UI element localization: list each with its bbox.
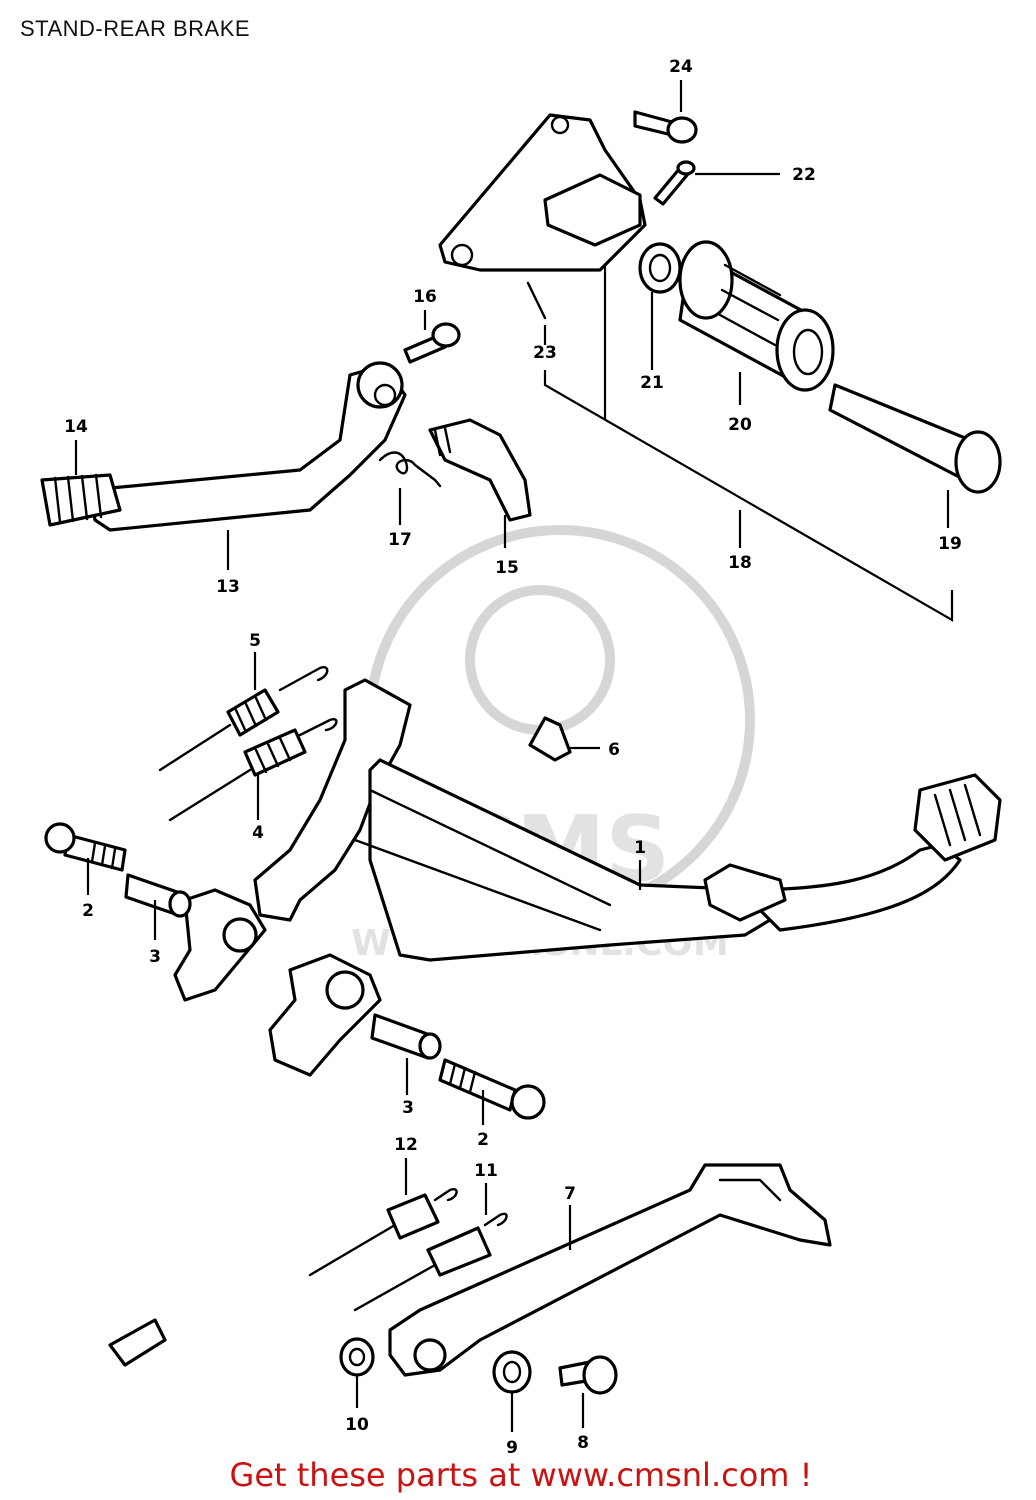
callout-12: 12 (394, 1135, 418, 1155)
leader-lines (74, 80, 954, 1432)
pedal-rubber-14 (40, 473, 122, 527)
callout-2-lower: 2 (477, 1130, 489, 1150)
callout-21: 21 (640, 373, 664, 393)
callout-23: 23 (533, 343, 557, 363)
callout-4: 4 (252, 823, 264, 843)
callout-19: 19 (938, 534, 962, 554)
pin-19 (828, 383, 1002, 494)
washer-21 (638, 242, 682, 294)
spring-11 (353, 1212, 508, 1312)
callout-5: 5 (249, 631, 261, 651)
spring-4 (168, 718, 338, 822)
lever-15 (428, 418, 532, 522)
callout-20: 20 (728, 415, 752, 435)
nut-10 (339, 1337, 375, 1377)
footrest-bracket (438, 113, 647, 272)
collar-3-lower (370, 1013, 442, 1060)
callout-3-upper: 3 (149, 947, 161, 967)
callout-3-lower: 3 (402, 1098, 414, 1118)
callout-24: 24 (669, 57, 693, 77)
callout-8: 8 (577, 1433, 589, 1453)
callout-22: 22 (792, 165, 816, 185)
footer-link-text[interactable]: Get these parts at www.cmsnl.com ! (229, 1456, 813, 1494)
callout-labels: 24 22 16 23 21 20 14 17 15 13 18 19 5 6 … (64, 57, 962, 1458)
callout-2-upper: 2 (82, 901, 94, 921)
callout-10: 10 (345, 1415, 369, 1435)
side-stand-7 (388, 1163, 832, 1377)
page-title: STAND-REAR BRAKE (20, 16, 251, 41)
bolt-2-upper (44, 822, 127, 872)
bolt-2-lower (438, 1058, 546, 1120)
bolt-22 (653, 160, 696, 206)
callout-14: 14 (64, 417, 88, 437)
brake-pedal-13 (88, 361, 407, 532)
callout-16: 16 (413, 287, 437, 307)
callout-13: 13 (216, 577, 240, 597)
cotter-pin-23 (526, 281, 547, 320)
bolt-8 (558, 1355, 618, 1395)
callout-11: 11 (474, 1161, 498, 1181)
center-stand-1 (173, 678, 1002, 1077)
stopper-rubber-6 (528, 716, 572, 762)
spring-12 (308, 1188, 458, 1277)
callout-7: 7 (564, 1184, 576, 1204)
spring-5 (158, 666, 329, 772)
callout-15: 15 (495, 558, 519, 578)
collar-3-upper (124, 873, 192, 918)
washer-9 (492, 1350, 532, 1394)
callout-18: 18 (728, 553, 752, 573)
bolt-24 (633, 110, 698, 144)
front-arrow (108, 1318, 167, 1367)
callout-6: 6 (608, 740, 620, 760)
callout-9: 9 (506, 1438, 518, 1458)
callout-17: 17 (388, 530, 412, 550)
spring-17 (378, 451, 442, 488)
bolt-16 (403, 322, 461, 364)
callout-1: 1 (634, 838, 646, 858)
footrest-rubber-20 (678, 240, 835, 392)
